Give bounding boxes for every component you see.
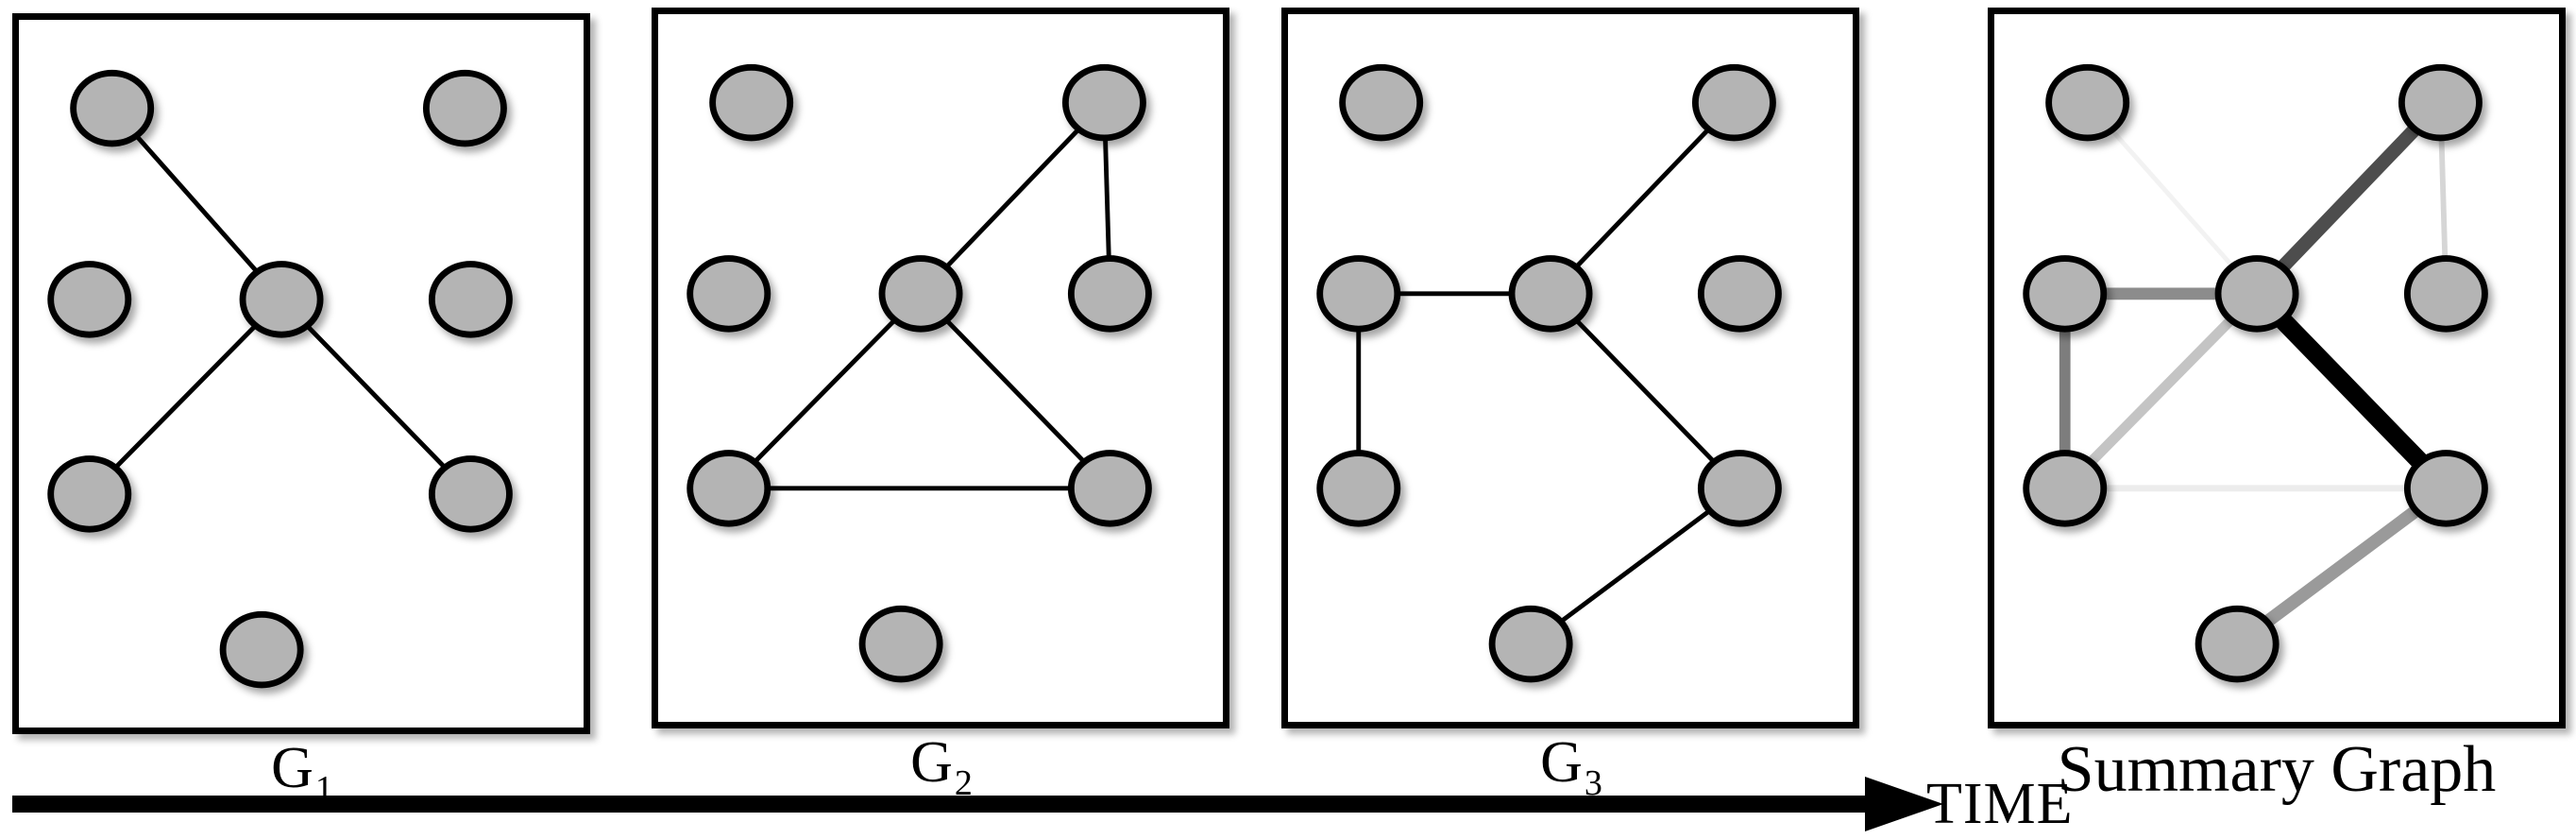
graph-panel-g3	[1281, 8, 1859, 728]
graph-canvas-g2	[686, 63, 1152, 683]
graph-edge	[110, 106, 283, 301]
graph-node	[2023, 450, 2108, 527]
node-layer	[1316, 63, 1782, 683]
panel-label-g3-base: G	[1540, 730, 1583, 795]
graph-node	[1067, 450, 1152, 527]
graph-node	[1691, 63, 1776, 142]
graph-edge	[88, 298, 283, 496]
graph-node	[428, 455, 513, 533]
graph-node	[2045, 63, 2130, 142]
edge-layer	[88, 106, 473, 496]
time-arrow-shaft	[12, 796, 1874, 813]
graph-edge	[1529, 486, 1741, 646]
panel-label-g2-base: G	[910, 730, 953, 795]
graph-node	[1316, 255, 1401, 333]
graph-node	[2403, 255, 2488, 333]
time-axis-label: TIME	[1926, 772, 2074, 836]
panel-label-g3-subscript: 3	[1584, 763, 1602, 803]
graph-node	[47, 455, 132, 533]
graph-node	[686, 450, 771, 527]
graph-node	[1061, 63, 1146, 142]
graph-node	[1508, 255, 1593, 333]
graph-node	[1488, 605, 1573, 683]
graph-node	[2195, 605, 2279, 683]
graph-node	[878, 255, 963, 333]
panel-label-g2: G2	[652, 730, 1229, 801]
graph-edge	[2250, 286, 2453, 495]
node-layer	[686, 63, 1152, 683]
graph-panel-summary	[1988, 8, 2566, 728]
panel-label-g1-base: G	[271, 736, 314, 800]
graph-node	[1697, 450, 1782, 527]
graph-edge	[727, 292, 923, 490]
graph-canvas-g3	[1316, 63, 1782, 683]
panel-label-g1: G1	[12, 736, 590, 807]
graph-node	[1339, 63, 1424, 142]
graph-edge	[919, 292, 1112, 490]
graph-node	[2023, 255, 2108, 333]
graph-canvas-summary	[2023, 63, 2488, 683]
graph-node	[1697, 255, 1782, 333]
graph-node	[2398, 63, 2483, 142]
graph-panel-g1	[12, 13, 590, 734]
edge-layer	[2059, 97, 2453, 650]
node-layer	[47, 69, 513, 689]
graph-node	[2214, 255, 2299, 333]
panel-label-g2-subscript: 2	[954, 763, 973, 803]
graph-canvas-g1	[47, 69, 513, 689]
time-axis-arrow	[12, 777, 1943, 831]
graph-edge	[280, 298, 473, 496]
graph-edge	[2233, 483, 2450, 650]
graph-node	[709, 63, 794, 142]
node-layer	[2023, 63, 2488, 683]
panel-label-g3: G3	[1281, 730, 1859, 801]
graph-node	[686, 255, 771, 333]
graph-node	[422, 69, 507, 147]
graph-node	[2403, 450, 2488, 527]
graph-edge	[1549, 100, 1737, 296]
graph-node	[219, 610, 304, 689]
graph-node	[1316, 450, 1401, 527]
graph-edge	[2060, 290, 2261, 492]
graph-node	[239, 261, 324, 338]
graph-node	[70, 69, 155, 147]
graph-panel-g2	[652, 8, 1229, 728]
graph-edge	[2085, 100, 2259, 296]
right-arrow-icon	[12, 777, 1943, 831]
edge-layer	[1356, 100, 1742, 646]
graph-edge	[919, 100, 1107, 296]
graph-node	[1067, 255, 1152, 333]
time-arrow-head	[1865, 777, 1943, 831]
panel-label-summary: Summary Graph	[2057, 733, 2497, 806]
graph-edge	[2251, 97, 2446, 299]
graph-edge	[1549, 292, 1742, 490]
graph-node	[858, 605, 943, 683]
graph-node	[47, 261, 132, 338]
graph-node	[428, 261, 513, 338]
